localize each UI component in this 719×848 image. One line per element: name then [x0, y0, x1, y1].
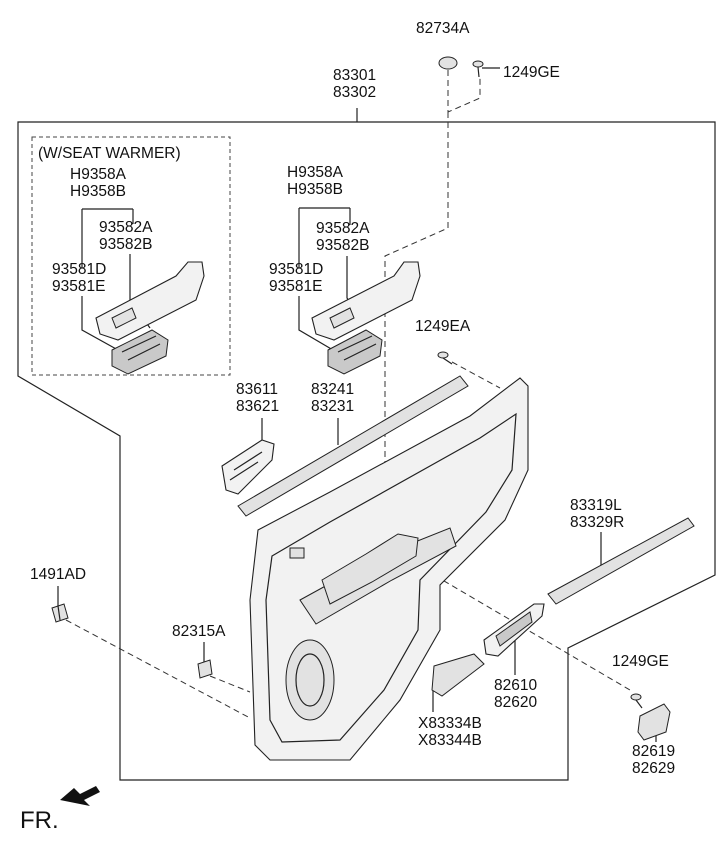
label-1249EA: 1249EA: [415, 318, 471, 335]
label-1491AD: 1491AD: [30, 566, 86, 583]
label-right-H9358B: H9358B: [287, 181, 343, 198]
label-left-93581D: 93581D: [52, 261, 106, 278]
label-82619: 82619: [632, 743, 675, 760]
switch-bezel-right: [311, 261, 421, 341]
bezel-opening-left: [111, 307, 137, 329]
door-trim-inner: [265, 412, 517, 743]
label-right-93581E: 93581E: [269, 278, 322, 295]
window-switch-right: [327, 329, 383, 375]
clip-cap-82734A: [438, 56, 458, 70]
label-83621: 83621: [236, 398, 279, 415]
label-left-93582A: 93582A: [99, 219, 153, 236]
screw-1249GE-bottom: [630, 693, 643, 709]
label-82610: 82610: [494, 677, 537, 694]
switch-panel-opening: [321, 533, 419, 605]
label-X83334B: X83334B: [418, 715, 482, 732]
label-83302: 83302: [333, 84, 376, 101]
speaker-grille: [285, 639, 335, 721]
label-83301: 83301: [333, 67, 376, 84]
speaker-center: [295, 653, 325, 707]
label-left-H9358A: H9358A: [70, 166, 127, 183]
assembly-dash-lines: [65, 70, 631, 719]
label-right-93582A: 93582A: [316, 220, 370, 237]
label-82734A: 82734A: [416, 20, 470, 37]
front-direction-label: FR.: [20, 807, 59, 834]
bezel-opening-right: [329, 307, 355, 329]
panel-emblem: [289, 547, 305, 559]
cover-cap-82619: [637, 703, 671, 741]
label-X83344B: X83344B: [418, 732, 482, 749]
label-82629: 82629: [632, 760, 675, 777]
seat-warmer-label: (W/SEAT WARMER): [38, 145, 181, 162]
label-1249GE-bottom: 1249GE: [612, 653, 669, 670]
label-83319L: 83319L: [570, 497, 622, 514]
clip-1491AD: [51, 603, 69, 623]
clip-82315A: [197, 659, 213, 679]
switch-bezel-left: [95, 261, 205, 341]
label-83329R: 83329R: [570, 514, 624, 531]
pocket-cover: [431, 653, 485, 697]
inside-handle-bracket: [221, 439, 275, 495]
label-right-H9358A: H9358A: [287, 164, 344, 181]
label-83611: 83611: [236, 381, 278, 398]
assembly-frame: [17, 108, 716, 781]
screw-1249EA: [437, 351, 453, 365]
handle-lever: [495, 611, 533, 647]
label-1249GE-top: 1249GE: [503, 64, 560, 81]
label-left-H9358B: H9358B: [70, 183, 126, 200]
door-garnish-strip: [547, 517, 695, 605]
window-switch-left: [111, 329, 169, 375]
label-right-93582B: 93582B: [316, 237, 369, 254]
label-right-93581D: 93581D: [269, 261, 323, 278]
label-left-93582B: 93582B: [99, 236, 152, 253]
front-arrow-icon: [60, 786, 100, 806]
label-83231: 83231: [311, 398, 354, 415]
label-left-93581E: 93581E: [52, 278, 105, 295]
weatherstrip-belt: [237, 375, 469, 517]
label-82315A: 82315A: [172, 623, 226, 640]
label-83241: 83241: [311, 381, 354, 398]
seat-warmer-group-box: [31, 136, 231, 376]
screw-1249GE-top: [472, 60, 484, 78]
label-82620: 82620: [494, 694, 537, 711]
